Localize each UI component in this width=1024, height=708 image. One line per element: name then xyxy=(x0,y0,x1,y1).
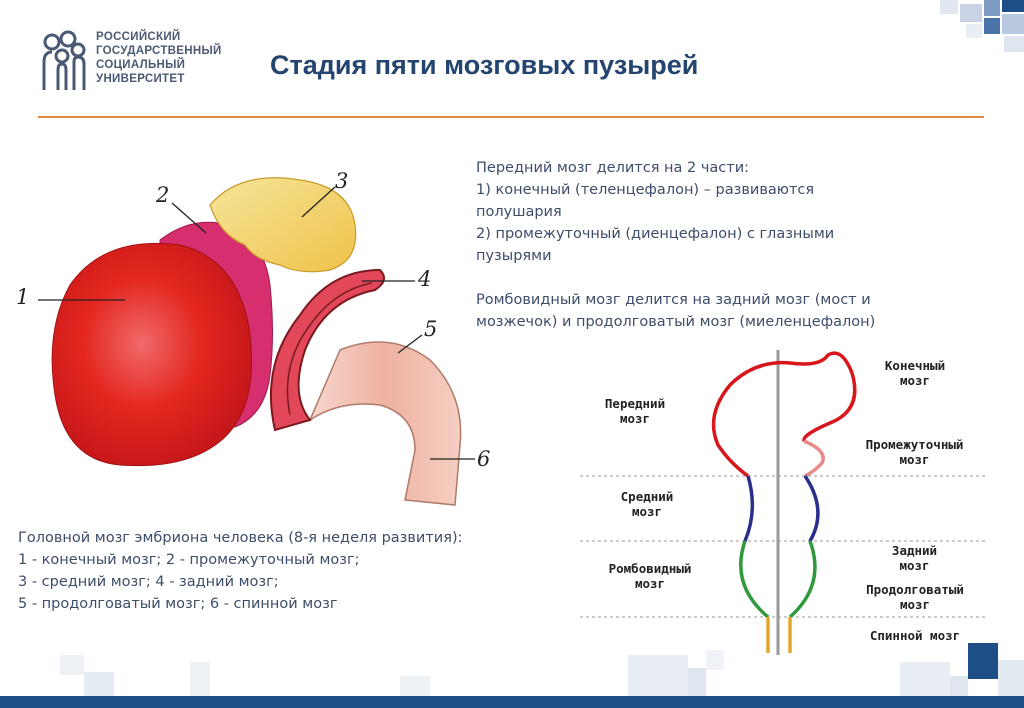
logo-line: СОЦИАЛЬНЫЙ xyxy=(96,59,186,71)
logo-line: УНИВЕРСИТЕТ xyxy=(96,73,185,85)
label-spinal-cord: Спинной мозг xyxy=(869,628,961,643)
description-line: пузырями xyxy=(476,248,552,264)
caption-line: 5 - продолговатый мозг; 6 - спинной мозг xyxy=(18,596,338,612)
description-text: Передний мозг делится на 2 части: 1) кон… xyxy=(476,157,1016,333)
people-logo-icon xyxy=(42,30,86,90)
number-label-3: 3 xyxy=(335,169,349,193)
hindbrain-left-wall xyxy=(739,540,770,619)
slide-title: Стадия пяти мозговых пузырей xyxy=(270,50,699,80)
diencephalon-wall xyxy=(803,439,825,478)
title-divider xyxy=(38,116,984,118)
description-line: Передний мозг делится на 2 части: xyxy=(476,160,750,176)
forebrain-wall xyxy=(711,351,857,478)
logo-line: ГОСУДАРСТВЕННЫЙ xyxy=(96,45,222,57)
caption-line: Головной мозг эмбриона человека (8-я нед… xyxy=(18,530,463,546)
midbrain-right-wall xyxy=(803,475,820,542)
embryo-brain-drawing xyxy=(38,177,475,506)
hindbrain-right-wall xyxy=(788,540,817,619)
logo-text: РОССИЙСКИЙ ГОСУДАРСТВЕННЫЙ СОЦИАЛЬНЫЙ УН… xyxy=(96,30,246,86)
description-line: Ромбовидный мозг делится на задний мозг … xyxy=(476,292,871,308)
description-line: 2) промежуточный (диенцефалон) с глазным… xyxy=(476,226,835,242)
bottom-band xyxy=(0,696,1024,708)
caption-line: 1 - конечный мозг; 2 - промежуточный моз… xyxy=(18,552,360,568)
university-logo xyxy=(38,30,90,92)
pointer-line-2 xyxy=(171,202,207,234)
telencephalon-shape xyxy=(51,242,253,467)
caption-line: 3 - средний мозг; 4 - задний мозг; xyxy=(18,574,279,590)
metencephalon-shape xyxy=(269,268,385,432)
number-label-1: 1 xyxy=(16,285,30,309)
myelencephalon-shape xyxy=(308,341,462,506)
logo-line: РОССИЙСКИЙ xyxy=(96,31,181,43)
scheme-drawing xyxy=(580,350,985,655)
number-label-6: 6 xyxy=(477,447,491,471)
description-line: 1) конечный (теленцефалон) – развиваются xyxy=(476,182,815,198)
description-line xyxy=(476,267,1016,289)
description-line: мозжечок) и продолговатый мозг (миеленце… xyxy=(476,314,876,330)
embryo-caption: Головной мозг эмбриона человека (8-я нед… xyxy=(18,527,598,615)
midbrain-left-wall xyxy=(743,475,755,542)
description-line: полушария xyxy=(476,204,562,220)
number-label-5: 5 xyxy=(424,317,438,341)
embryo-brain-illustration: 1 2 3 4 5 6 xyxy=(10,165,510,515)
number-label-4: 4 xyxy=(418,267,432,291)
pointer-line-3 xyxy=(301,186,336,218)
pointer-line-5 xyxy=(397,334,423,354)
number-label-2: 2 xyxy=(156,183,170,207)
